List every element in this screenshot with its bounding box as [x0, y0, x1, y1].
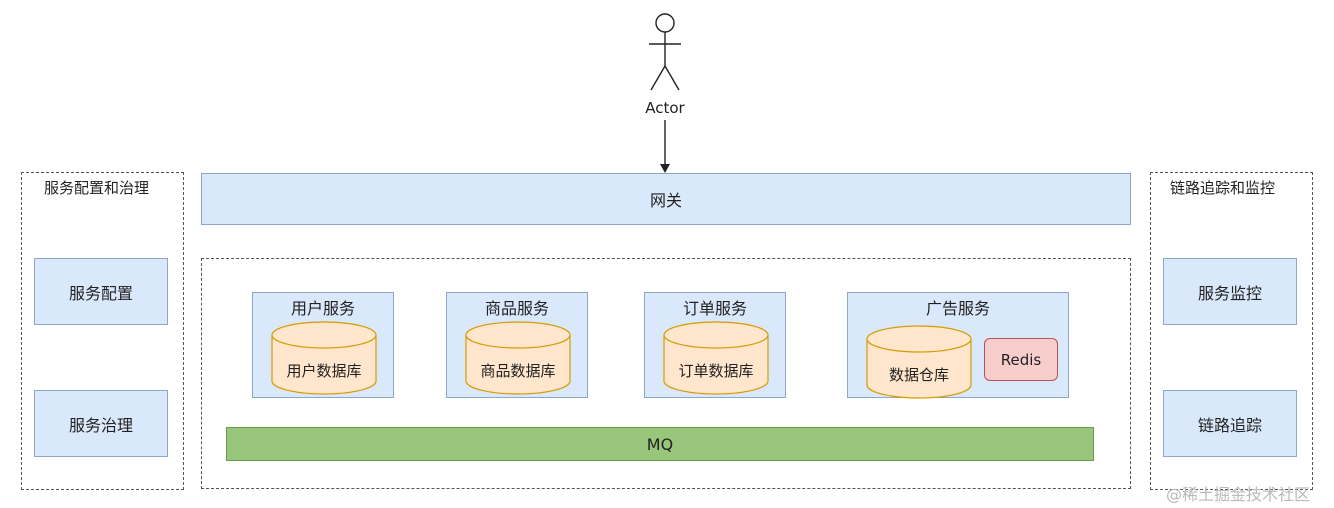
data-warehouse-label: 数据仓库	[889, 366, 949, 384]
product-database-label: 商品数据库	[480, 362, 555, 380]
watermark: @稀土掘金技术社区	[1166, 485, 1311, 504]
ad-service-box: 广告服务 数据仓库 Redis	[847, 292, 1069, 399]
tracing-box: 链路追踪	[1163, 390, 1297, 457]
user-service-title: 用户服务	[290, 299, 355, 318]
tracing-monitoring-panel: 链路追踪和监控	[1150, 172, 1313, 490]
user-service-box: 用户服务 用户数据库	[252, 292, 394, 398]
mq-bar: MQ	[226, 427, 1094, 461]
service-monitoring-box: 服务监控	[1163, 258, 1297, 325]
order-database-cylinder: 订单数据库	[663, 321, 769, 395]
config-governance-panel: 服务配置和治理	[21, 172, 184, 490]
user-database-label: 用户数据库	[286, 362, 361, 380]
user-database-cylinder: 用户数据库	[271, 321, 377, 395]
redis-label: Redis	[1000, 350, 1042, 369]
service-config-box: 服务配置	[34, 258, 168, 325]
product-service-box: 商品服务 商品数据库	[446, 292, 588, 398]
product-database-cylinder: 商品数据库	[465, 321, 571, 395]
order-service-box: 订单服务 订单数据库	[644, 292, 786, 398]
gateway-box: 网关	[201, 173, 1131, 225]
product-service-title: 商品服务	[484, 299, 549, 318]
config-governance-title: 服务配置和治理	[44, 179, 150, 197]
actor-head-icon	[655, 13, 675, 33]
arrowhead-icon	[660, 164, 670, 173]
tracing-monitoring-title: 链路追踪和监控	[1170, 179, 1276, 197]
service-governance-box: 服务治理	[34, 390, 168, 457]
actor-label: Actor	[645, 99, 685, 117]
actor-figure: Actor	[645, 13, 686, 173]
data-warehouse-cylinder: 数据仓库	[866, 325, 972, 399]
services-container	[201, 258, 1131, 489]
mq-label: MQ	[646, 434, 674, 454]
redis-box: Redis	[984, 338, 1058, 381]
order-database-label: 订单数据库	[678, 362, 753, 380]
ad-service-title: 广告服务	[925, 299, 990, 318]
order-service-title: 订单服务	[682, 299, 747, 318]
